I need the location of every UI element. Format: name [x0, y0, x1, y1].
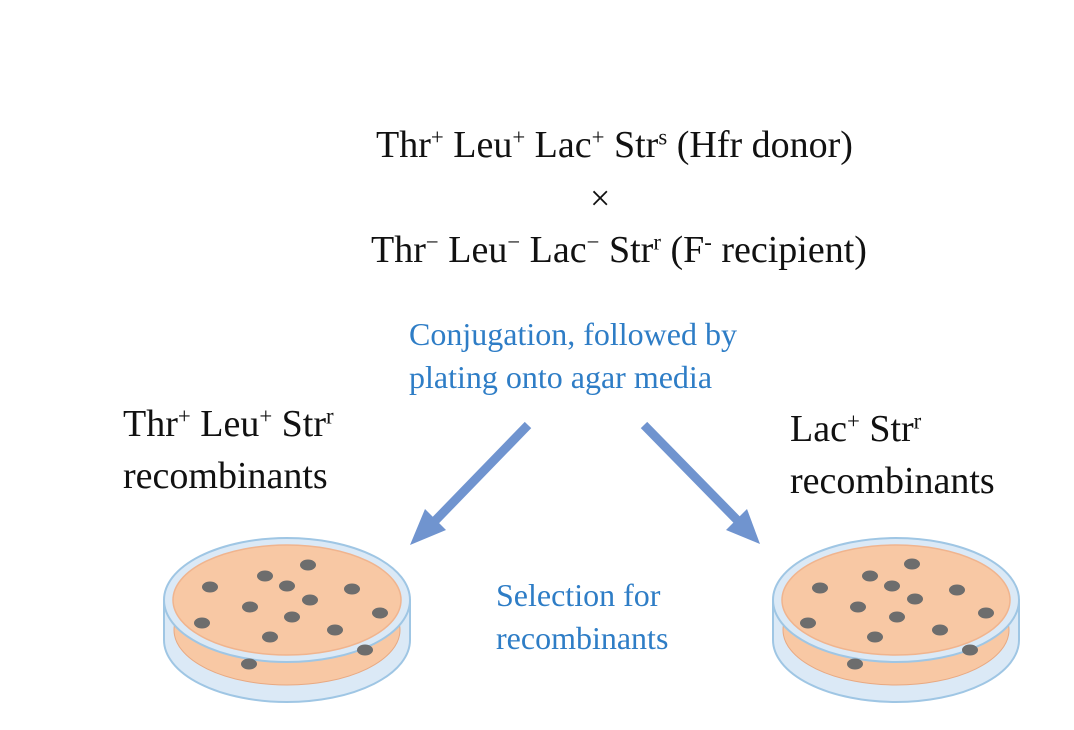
genotype-symbol: (Hfr donor)	[667, 124, 853, 166]
left-recombinant-label: recombinants	[123, 455, 328, 497]
bacterial-colony	[850, 601, 866, 613]
genotype-superscript: r	[653, 229, 661, 255]
bacterial-colony	[889, 611, 905, 623]
donor-genotype: Thr+ Leu+ Lac+ Strs (Hfr donor)	[376, 123, 853, 167]
genotype-symbol: Leu	[438, 229, 508, 271]
conjugation-step-line1: Conjugation, followed by	[409, 316, 737, 352]
bacterial-colony	[279, 580, 295, 592]
bacterial-colony	[862, 570, 878, 582]
right-colonies	[800, 558, 994, 670]
left-recombinant-genotype: Thr+ Leu+ Strr	[123, 400, 334, 448]
genotype-symbol: Thr	[376, 124, 431, 166]
genotype-symbol: Lac	[790, 408, 847, 450]
bacterial-colony	[284, 611, 300, 623]
bacterial-colony	[847, 658, 863, 670]
recipient-genotype: Thr− Leu− Lac− Strr (F- recipient)	[371, 228, 867, 272]
bacterial-colony	[241, 658, 257, 670]
genotype-superscript: +	[846, 408, 860, 434]
bacterial-colony	[978, 607, 994, 619]
left-arrow	[410, 421, 532, 545]
cross-symbol: ×	[590, 178, 611, 218]
genotype-symbol: Str	[599, 229, 654, 271]
genotype-superscript: −	[586, 229, 600, 255]
right-recombinant-label: recombinants	[790, 460, 995, 502]
bacterial-colony	[800, 617, 816, 629]
genotype-symbol: Str	[604, 124, 659, 166]
genotype-symbol: Leu	[443, 124, 513, 166]
genotype-superscript: −	[507, 229, 521, 255]
right-arrow	[640, 421, 760, 544]
bacterial-colony	[344, 583, 360, 595]
selection-step-line2: recombinants	[496, 620, 669, 656]
genotype-symbol: (F	[660, 229, 705, 271]
genotype-symbol: Str	[859, 408, 914, 450]
bacterial-colony	[867, 631, 883, 643]
bacterial-colony	[372, 607, 388, 619]
bacterial-colony	[262, 631, 278, 643]
bacterial-colony	[962, 644, 978, 656]
genotype-symbol: Lac	[525, 124, 592, 166]
genotype-superscript: +	[430, 124, 444, 150]
bacterial-colony	[257, 570, 273, 582]
genotype-superscript: +	[512, 124, 526, 150]
bacterial-colony	[194, 617, 210, 629]
bacterial-colony	[357, 644, 373, 656]
genotype-superscript: -	[704, 229, 712, 255]
right-recombinant-genotype: Lac+ Strr	[790, 405, 921, 453]
bacterial-colony	[812, 582, 828, 594]
genotype-superscript: +	[177, 403, 191, 429]
bacterial-colony	[904, 558, 920, 570]
genotype-superscript: r	[326, 403, 334, 429]
bacterial-colony	[907, 593, 923, 605]
left-colonies	[194, 559, 388, 670]
bacterial-colony	[949, 584, 965, 596]
genotype-symbol: Lac	[520, 229, 587, 271]
bacterial-colony	[202, 581, 218, 593]
bacterial-colony	[300, 559, 316, 571]
selection-step-line1: Selection for	[496, 577, 661, 613]
genotype-superscript: s	[658, 124, 668, 150]
genotype-superscript: r	[913, 408, 922, 434]
genotype-symbol: Thr	[371, 229, 426, 271]
conjugation-step-line2: plating onto agar media	[409, 359, 713, 395]
genotype-symbol: Thr	[123, 403, 178, 445]
bacterial-colony	[884, 580, 900, 592]
genotype-superscript: −	[425, 229, 439, 255]
bacterial-colony	[327, 624, 343, 636]
genotype-symbol: recipient)	[711, 229, 867, 271]
genotype-symbol: Leu	[190, 403, 260, 445]
bacterial-colony	[302, 594, 318, 606]
genotype-superscript: +	[591, 124, 605, 150]
genotype-symbol: Str	[272, 403, 327, 445]
right-petri-dish	[772, 537, 1020, 703]
bacterial-colony	[242, 601, 258, 613]
genotype-superscript: +	[259, 403, 273, 429]
left-petri-dish	[163, 537, 411, 703]
bacterial-colony	[932, 624, 948, 636]
